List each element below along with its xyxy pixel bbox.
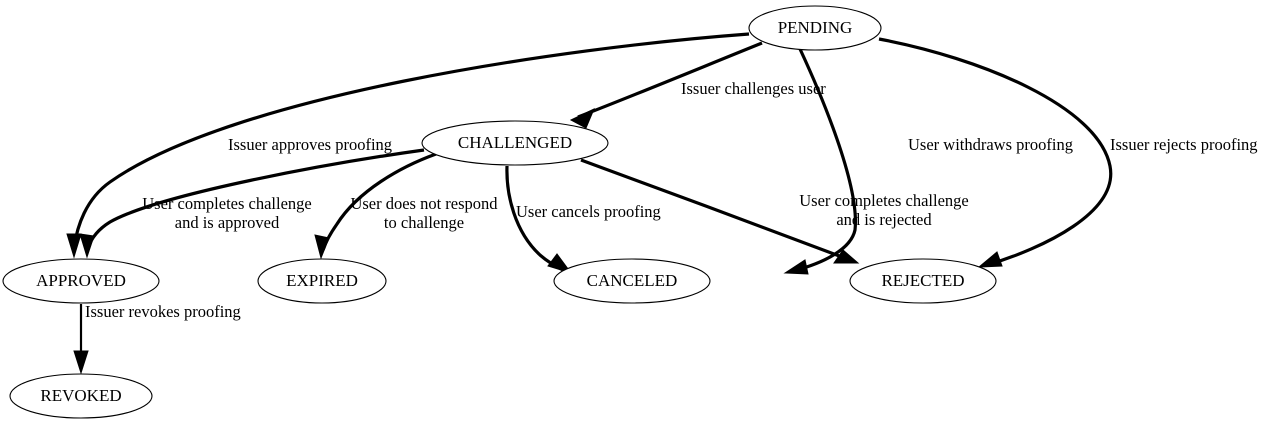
edge-label-pending-canceled: User withdraws proofing	[908, 135, 1073, 154]
edge-pending-challenged-path	[577, 41, 763, 119]
edge-challenged-approved: User completes challenge and is approved	[79, 148, 425, 259]
edge-approved-revoked-arrowhead	[73, 350, 89, 375]
edge-challenged-canceled: User cancels proofing	[505, 165, 661, 274]
node-approved-ellipse[interactable]	[2, 258, 160, 304]
edge-label-challenged-canceled: User cancels proofing	[516, 202, 661, 221]
edge-challenged-rejected-arrowhead	[833, 249, 860, 264]
edge-pending-canceled: User withdraws proofing	[783, 48, 1073, 275]
node-challenged-ellipse[interactable]	[421, 120, 609, 166]
node-revoked-label: REVOKED	[40, 386, 121, 405]
edge-challenged-approved-arrowhead	[79, 233, 95, 259]
edge-label-challenged-approved-line1: User completes challenge	[142, 194, 312, 213]
node-challenged[interactable]: CHALLENGED	[421, 120, 609, 166]
node-canceled-ellipse[interactable]	[553, 258, 711, 304]
node-expired[interactable]: EXPIRED	[257, 258, 387, 304]
edge-label-pending-challenged: Issuer challenges user	[681, 79, 826, 98]
node-approved-label: APPROVED	[36, 271, 126, 290]
edge-challenged-expired: User does not respond to challenge	[314, 152, 498, 260]
edge-challenged-canceled-arrowhead	[547, 253, 573, 274]
node-pending-label: PENDING	[778, 18, 853, 37]
edge-label-challenged-expired-line1: User does not respond	[350, 194, 498, 213]
edge-pending-canceled-path	[792, 48, 858, 273]
edge-pending-challenged: Issuer challenges user	[569, 41, 826, 129]
edge-challenged-approved-path	[86, 148, 425, 249]
edge-pending-challenged-arrowhead	[569, 107, 595, 129]
edge-pending-approved-arrowhead	[66, 233, 82, 259]
node-revoked-ellipse[interactable]	[9, 373, 153, 419]
edge-label-challenged-expired-line2: to challenge	[384, 213, 464, 232]
node-rejected-ellipse[interactable]	[849, 258, 997, 304]
edge-approved-revoked: Issuer revokes proofing	[73, 302, 241, 375]
node-expired-ellipse[interactable]	[257, 258, 387, 304]
node-challenged-label: CHALLENGED	[458, 133, 572, 152]
node-expired-label: EXPIRED	[286, 271, 358, 290]
node-canceled[interactable]: CANCELED	[553, 258, 711, 304]
edge-label-challenged-rejected-line1: User completes challenge	[799, 191, 969, 210]
edge-label-pending-approved: Issuer approves proofing	[228, 135, 392, 154]
edge-label-challenged-rejected-line2: and is rejected	[836, 210, 932, 229]
edge-challenged-rejected-path	[580, 158, 851, 262]
edge-challenged-expired-arrowhead	[314, 234, 330, 260]
edge-challenged-rejected: User completes challenge and is rejected	[580, 158, 969, 264]
edge-pending-rejected: Issuer rejects proofing	[878, 37, 1258, 268]
node-pending[interactable]: PENDING	[748, 5, 882, 51]
node-revoked[interactable]: REVOKED	[9, 373, 153, 419]
edge-pending-canceled-arrowhead	[783, 259, 809, 275]
edge-label-challenged-approved-line2: and is approved	[175, 213, 280, 232]
edge-label-approved-revoked: Issuer revokes proofing	[85, 302, 241, 321]
node-rejected[interactable]: REJECTED	[849, 258, 997, 304]
node-approved[interactable]: APPROVED	[2, 258, 160, 304]
node-pending-ellipse[interactable]	[748, 5, 882, 51]
edge-pending-rejected-path	[878, 37, 1113, 267]
edge-label-pending-rejected: Issuer rejects proofing	[1110, 135, 1258, 154]
edge-pending-rejected-arrowhead	[977, 251, 1003, 268]
node-rejected-label: REJECTED	[881, 271, 964, 290]
edge-pending-approved-path	[72, 32, 750, 249]
edge-pending-approved: Issuer approves proofing	[66, 32, 750, 259]
node-canceled-label: CANCELED	[587, 271, 678, 290]
